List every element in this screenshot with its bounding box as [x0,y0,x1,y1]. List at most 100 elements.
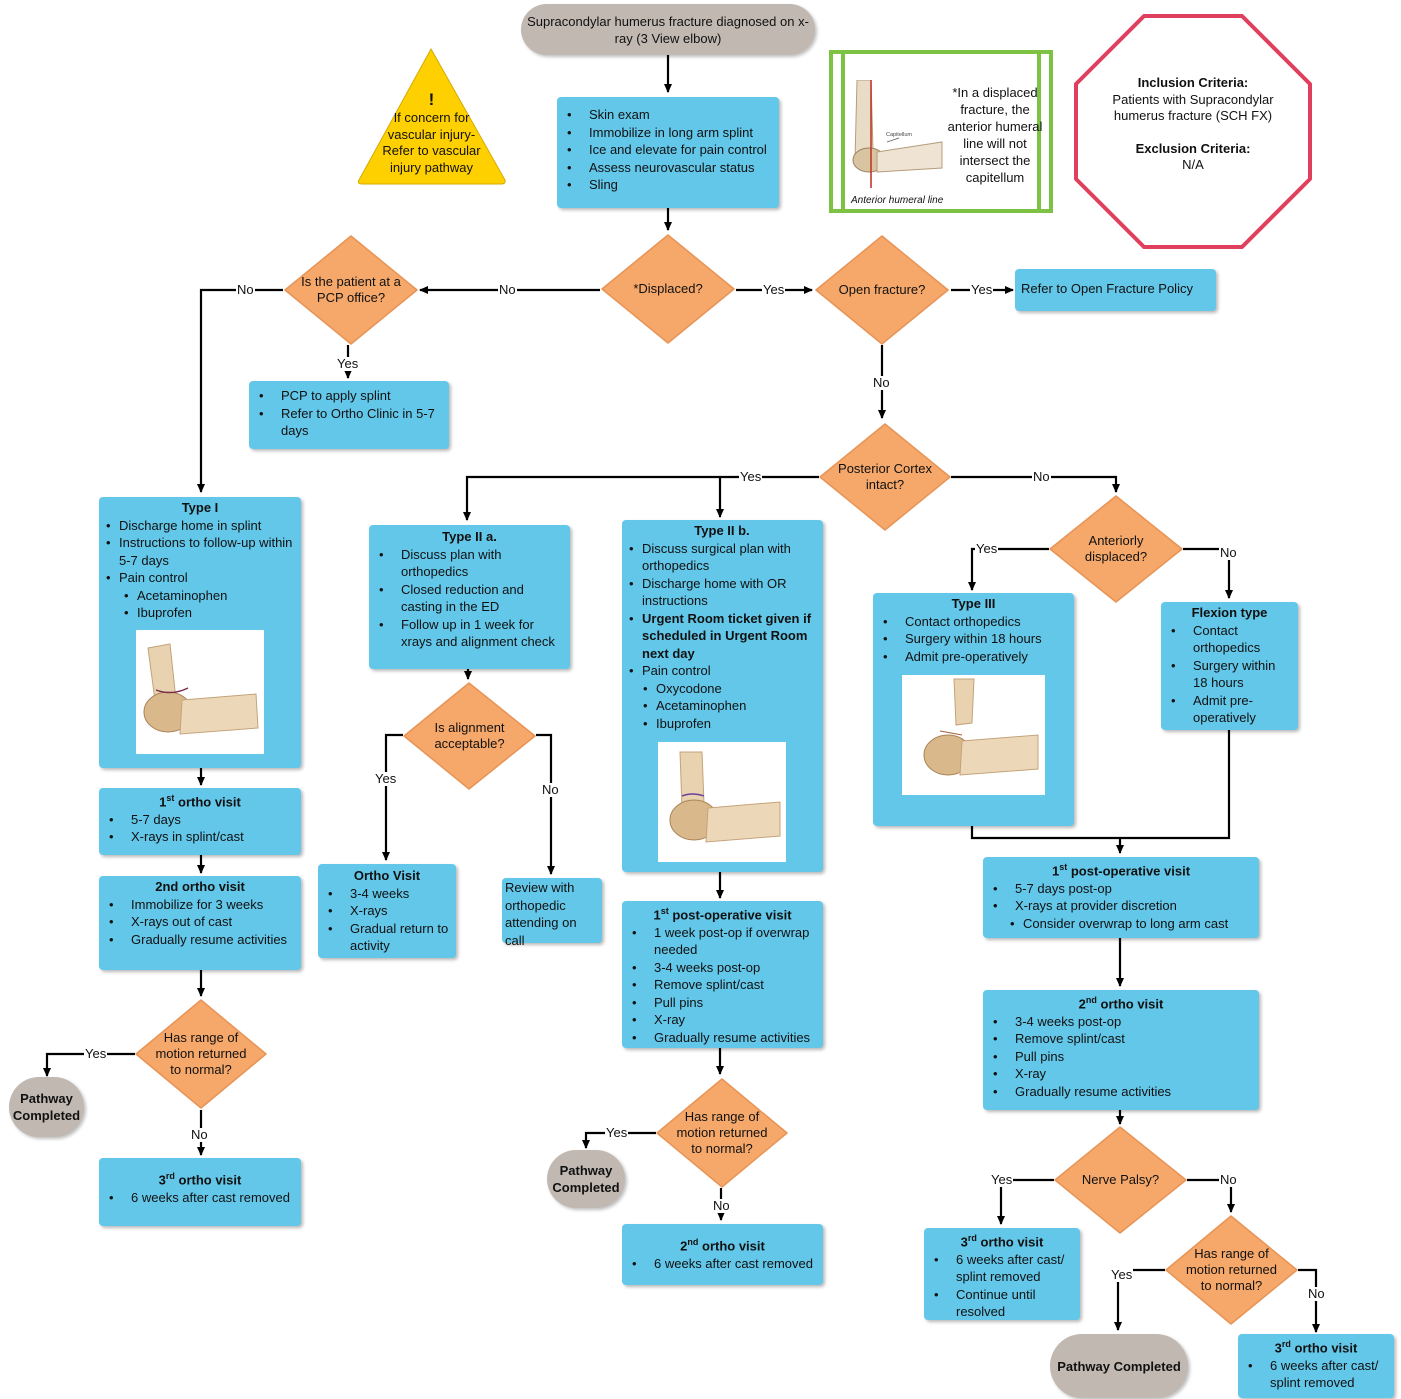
list-item: Follow up in 1 week for xrays and alignm… [379,616,564,651]
label-no: No [236,282,255,297]
list-item: X-rays out of cast [109,913,295,931]
label-no: No [712,1198,731,1213]
completed-text: Pathway Completed [12,1091,81,1123]
list-item: Oxycodone [643,680,818,698]
list-item: Gradual return to activity [328,920,450,955]
label-no: No [1219,1172,1238,1187]
open-fracture-policy-text: Refer to Open Fracture Policy [1021,281,1193,296]
list-item: Assess neurovascular status [567,159,773,177]
type-2a-box: Type II a. Discuss plan with orthopedics… [369,525,570,669]
label-yes: Yes [84,1046,108,1061]
box-title: Type III [951,596,996,611]
label-no: No [1307,1286,1326,1301]
type-2b-second-visit-box: 2nd ortho visit 6 weeks after cast remov… [622,1224,823,1285]
list-item: Remove splint/cast [993,1030,1253,1048]
decision-text: Nerve Palsy? [1081,1172,1160,1187]
open-fracture-decision: Open fracture? [814,234,950,346]
box-title: Type II b. [694,523,750,538]
pathway-completed-right: Pathway Completed [1050,1334,1188,1398]
right-second-visit-box: 2nd ortho visit 3-4 weeks post-op Remove… [983,990,1259,1110]
label-yes: Yes [1110,1267,1134,1282]
list-item: Pull pins [632,994,817,1012]
list-item: X-rays in splint/cast [109,828,295,846]
anteriorly-displaced-decision: Anteriorly displaced? [1048,494,1184,604]
list-item: PCP to apply splint [259,387,443,405]
type-1-box: Type I Discharge home in splint Instruct… [99,497,301,768]
list-item: 5-7 days [109,811,295,829]
list-item: 6 weeks after cast/ splint removed [1248,1357,1388,1392]
anterior-humeral-line-image [852,80,943,188]
list-item: Ibuprofen [124,604,297,622]
list-item: X-rays at provider discretion [993,897,1253,915]
type-2b-postop-visit-box: 1st post-operative visit 1 week post-op … [622,901,823,1048]
list-item: Refer to Ortho Clinic in 5-7 days [259,405,443,440]
pcp-box: PCP to apply splint Refer to Ortho Clini… [249,381,449,449]
review-box: Review with orthopedic attending on call [502,878,602,948]
list-item: 6 weeks after cast removed [632,1255,817,1273]
label-yes: Yes [970,282,994,297]
ortho-visit-box: Ortho Visit 3-4 weeks X-rays Gradual ret… [318,864,456,958]
decision-text: *Displaced? [633,281,703,296]
rom-right-decision: Has range of motion returned to normal? [1164,1214,1299,1326]
list-item: Surgery within 18 hours [1171,657,1292,692]
list-item: Discuss plan with orthopedics [379,546,564,581]
list-item: Admit pre-operatively [883,648,1068,666]
list-item: 3-4 weeks post-op [993,1013,1253,1031]
label-yes: Yes [990,1172,1014,1187]
label-yes: Yes [374,771,398,786]
decision-text: Is the patient at a PCP office? [301,274,401,305]
list-item: Acetaminophen [124,587,297,605]
box-title: Type II a. [442,529,497,544]
nerve-palsy-decision: Nerve Palsy? [1053,1125,1188,1235]
exclusion-title: Exclusion Criteria: [1135,140,1251,156]
box-title: 2nd ortho visit [155,879,245,894]
list-item: 6 weeks after cast/ splint removed [934,1251,1074,1286]
list-item: 5-7 days post-op [993,880,1253,898]
label-no: No [872,375,891,390]
list-item: Pain control [106,569,297,587]
warning-triangle-icon [357,47,506,185]
start-terminal: Supracondylar humerus fracture diagnosed… [521,4,815,55]
pathway-completed-mid: Pathway Completed [547,1150,625,1208]
right-third-visit-box: 3rd ortho visit 6 weeks after cast/ spli… [1238,1334,1394,1398]
list-item: Ibuprofen [643,715,818,733]
label-no: No [541,782,560,797]
list-item: Skin exam [567,106,773,124]
box-title: 1st ortho visit [159,793,241,810]
label-no: No [1032,469,1051,484]
list-item: Gradually resume activities [109,931,295,949]
list-item: Contact orthopedics [1171,622,1292,657]
pcp-decision: Is the patient at a PCP office? [283,234,419,346]
start-text: Supracondylar humerus fracture diagnosed… [527,13,809,46]
list-item: X-rays [328,902,450,920]
box-title: 3rd ortho visit [158,1171,242,1188]
box-title: 1st post-operative visit [1051,862,1191,879]
exclusion-text: N/A [1182,157,1204,172]
list-item: Consider overwrap to long arm cast [1010,915,1253,933]
list-item: Gradually resume activities [632,1029,817,1047]
decision-text: Has range of motion returned to normal? [676,1109,768,1156]
elbow-fracture-image [902,675,1045,795]
decision-text: Anteriorly displaced? [1084,533,1148,564]
decision-text: Has range of motion returned to normal? [1185,1246,1278,1293]
type-1-first-visit-box: 1st ortho visit 5-7 days X-rays in splin… [99,788,301,855]
list-item: 1 week post-op if overwrap needed [632,924,817,959]
box-title: Type I [181,500,219,515]
box-title: 3rd ortho visit [960,1233,1044,1250]
list-item: Discuss surgical plan with orthopedics [629,540,818,575]
xray-note-frame: Capitellum *In a displaced fracture, the… [829,50,1053,213]
elbow-fracture-image [136,629,264,754]
elbow-fracture-image [658,742,786,862]
box-title: 1st post-operative visit [653,906,792,923]
displaced-decision: *Displaced? [600,233,736,345]
box-title: 2nd ortho visit [680,1237,765,1254]
right-postop-visit-box: 1st post-operative visit 5-7 days post-o… [983,857,1259,938]
posterior-cortex-decision: Posterior Cortex intact? [818,422,952,532]
label-no: No [190,1127,209,1142]
list-item: X-ray [632,1011,817,1029]
list-item: Discharge home in splint [106,517,297,535]
box-title: Ortho Visit [353,868,421,883]
alignment-decision: Is alignment acceptable? [402,681,537,791]
label-yes: Yes [605,1125,629,1140]
list-item: Closed reduction and casting in the ED [379,581,564,616]
